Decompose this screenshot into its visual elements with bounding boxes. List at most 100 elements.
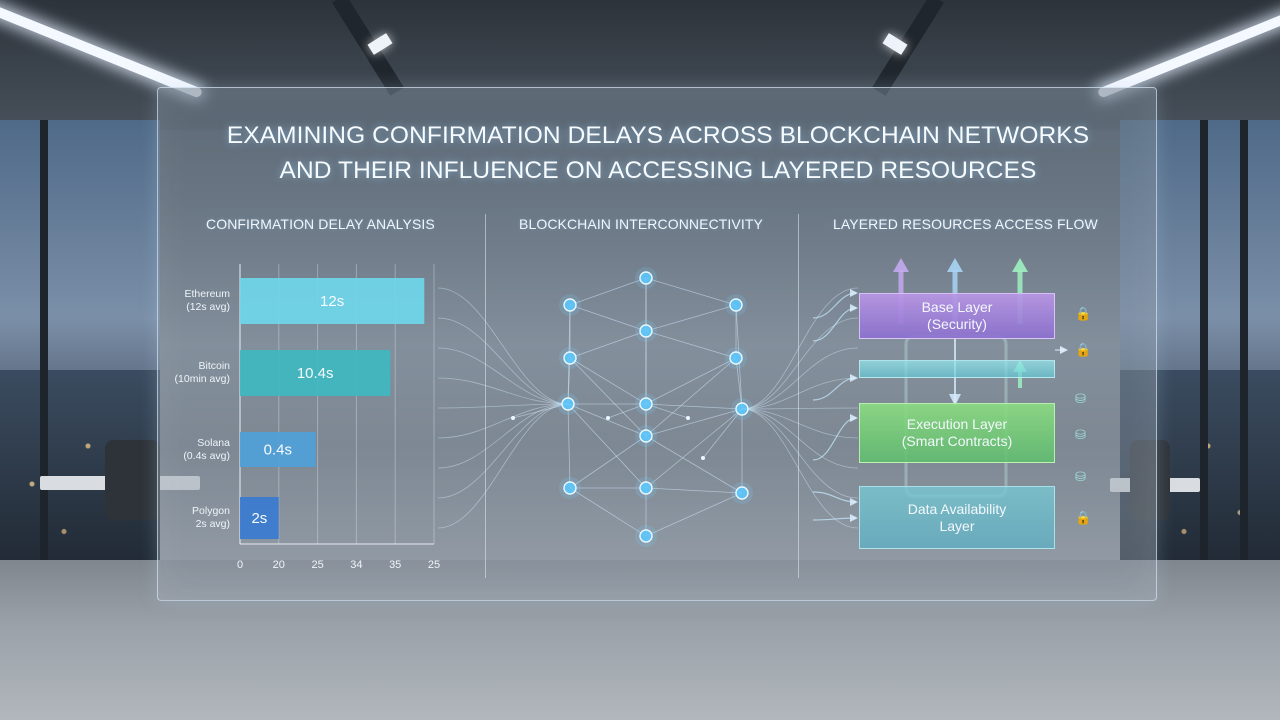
network-edge [569, 330, 647, 359]
network-edge [645, 403, 689, 419]
network-edge [645, 487, 743, 494]
network-dot [686, 416, 690, 420]
x-tick-label: 0 [237, 559, 243, 571]
network-node [563, 298, 577, 312]
data-availability-layer: Data Availability Layer [859, 486, 1055, 549]
network-edge [645, 492, 743, 537]
bar-value-label: 12s [320, 293, 344, 310]
incoming-flow [812, 292, 857, 319]
lock-icon: 🔒 [1075, 306, 1092, 321]
up-arrow-head [1012, 258, 1028, 272]
bar-value-label: 10.4s [297, 365, 334, 382]
network-edge [645, 357, 737, 437]
network-dot [606, 416, 610, 420]
database-icon: ⛁ [1075, 470, 1086, 485]
flow-curves [437, 287, 859, 529]
window-mullion [40, 120, 48, 560]
network-node [735, 402, 749, 416]
bar [240, 350, 391, 396]
title-line: AND THEIR INFLUENCE ON ACCESSING LAYERED… [279, 157, 1037, 184]
network-node [561, 397, 575, 411]
flow-curve [437, 377, 569, 405]
bar-category-line: Bitcoin [198, 360, 230, 372]
incoming-flow [812, 377, 857, 401]
flow-curve [437, 403, 569, 439]
network-edge [645, 277, 737, 306]
execution-layer: Execution Layer (Smart Contracts) [859, 403, 1055, 463]
layer-sub: (Smart Contracts) [901, 433, 1013, 449]
network-nodes [511, 267, 753, 547]
panel-title: EXAMINING CONFIRMATION DELAYS ACROSS BLO… [158, 118, 1158, 188]
network-node [729, 298, 743, 312]
flow-curve [437, 287, 569, 405]
network-edge [569, 487, 647, 537]
network-edge [607, 403, 647, 419]
flow-curve [437, 403, 569, 469]
x-tick-label: 35 [389, 559, 401, 571]
x-tick-label: 25 [311, 559, 323, 571]
network-edge [569, 357, 647, 405]
network-node [735, 486, 749, 500]
base-layer: Base Layer (Security) [859, 293, 1055, 339]
bar-category-line: (12s avg) [186, 301, 230, 313]
down-arrow-head [949, 394, 961, 406]
bar-category-line: Polygon [192, 505, 230, 517]
window-mullion [1240, 120, 1248, 560]
network-node [639, 481, 653, 495]
network-edge [645, 408, 743, 437]
network-edge [569, 304, 647, 332]
x-tick-label: 20 [273, 559, 285, 571]
network-dot [701, 456, 705, 460]
bar-category-line: (0.4s avg) [183, 449, 230, 462]
up-arrow-head [893, 258, 909, 272]
up-arrow-head [947, 258, 963, 272]
middle-layer [859, 360, 1055, 378]
holographic-panel: EXAMINING CONFIRMATION DELAYS ACROSS BLO… [157, 87, 1157, 601]
incoming-arrow-head [850, 304, 858, 312]
network-edge [569, 357, 647, 437]
network-edges [512, 277, 743, 537]
layer-sub: (Security) [927, 316, 987, 332]
network-edge [645, 357, 737, 405]
outgoing-arrow-head [1060, 346, 1068, 354]
network-node [639, 529, 653, 543]
network-edge [569, 277, 647, 306]
bar-category-label: Bitcoin(10min avg) [150, 360, 230, 386]
flow-curve [437, 403, 569, 499]
bar [240, 278, 425, 324]
bar-category-line: (10min avg) [174, 373, 230, 385]
flow-curve [741, 377, 859, 410]
flow-curve [437, 403, 569, 409]
lock-icon: 🔒 [1075, 342, 1092, 357]
bar [240, 432, 316, 467]
flow-curve [741, 408, 859, 499]
flow-curve [741, 317, 859, 410]
incoming-arrow-head [850, 514, 858, 522]
network-edge [645, 403, 743, 410]
layer-name: Execution Layer [906, 416, 1008, 432]
bar-value-label: 0.4s [264, 442, 292, 459]
incoming-arrow-head [850, 498, 858, 506]
layer-name: Base Layer [921, 299, 993, 315]
flow-curve [437, 403, 569, 529]
layer-sub: Layer [939, 517, 975, 534]
bar [240, 497, 279, 539]
x-tick-label: 25 [428, 559, 440, 571]
network-edge [735, 357, 743, 410]
network-edge [567, 403, 571, 489]
bar-category-label: Solana(0.4s avg) [150, 437, 230, 463]
network-edge [645, 408, 743, 489]
flow-curve [741, 347, 859, 410]
x-tick-label: 34 [350, 559, 362, 571]
bar-category-line: Ethereum [184, 288, 230, 300]
layers-heading: LAYERED RESOURCES ACCESS FLOW [833, 216, 1098, 232]
network-edge [567, 403, 647, 489]
network-edge [512, 403, 569, 419]
network-node [639, 324, 653, 338]
section-divider [485, 214, 486, 578]
incoming-flow [812, 491, 857, 503]
bar-category-line: 2s avg) [195, 518, 230, 530]
flow-curve [741, 408, 859, 469]
